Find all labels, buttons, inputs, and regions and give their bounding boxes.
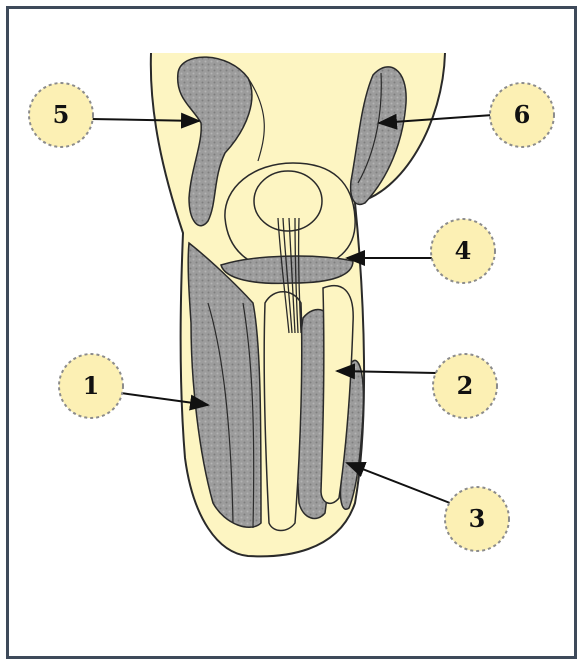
callout-label-1: 1 bbox=[83, 371, 100, 400]
joint-head bbox=[254, 171, 322, 231]
callout-2: 2 bbox=[433, 354, 497, 418]
bone-shaft bbox=[264, 292, 302, 531]
callout-6: 6 bbox=[490, 83, 554, 147]
callout-1: 1 bbox=[59, 354, 123, 418]
arrow-3 bbox=[347, 463, 450, 503]
callout-4: 4 bbox=[431, 219, 495, 283]
callout-3: 3 bbox=[445, 487, 509, 551]
diagram-frame: 5 6 4 1 2 3 bbox=[6, 6, 577, 659]
callout-label-2: 2 bbox=[457, 371, 474, 400]
callout-5: 5 bbox=[29, 83, 93, 147]
limb-cross-section-diagram: 5 6 4 1 2 3 bbox=[9, 9, 580, 662]
callout-label-3: 3 bbox=[469, 504, 486, 533]
callout-label-4: 4 bbox=[455, 236, 472, 265]
callout-label-5: 5 bbox=[53, 100, 70, 129]
callout-label-6: 6 bbox=[514, 100, 531, 129]
